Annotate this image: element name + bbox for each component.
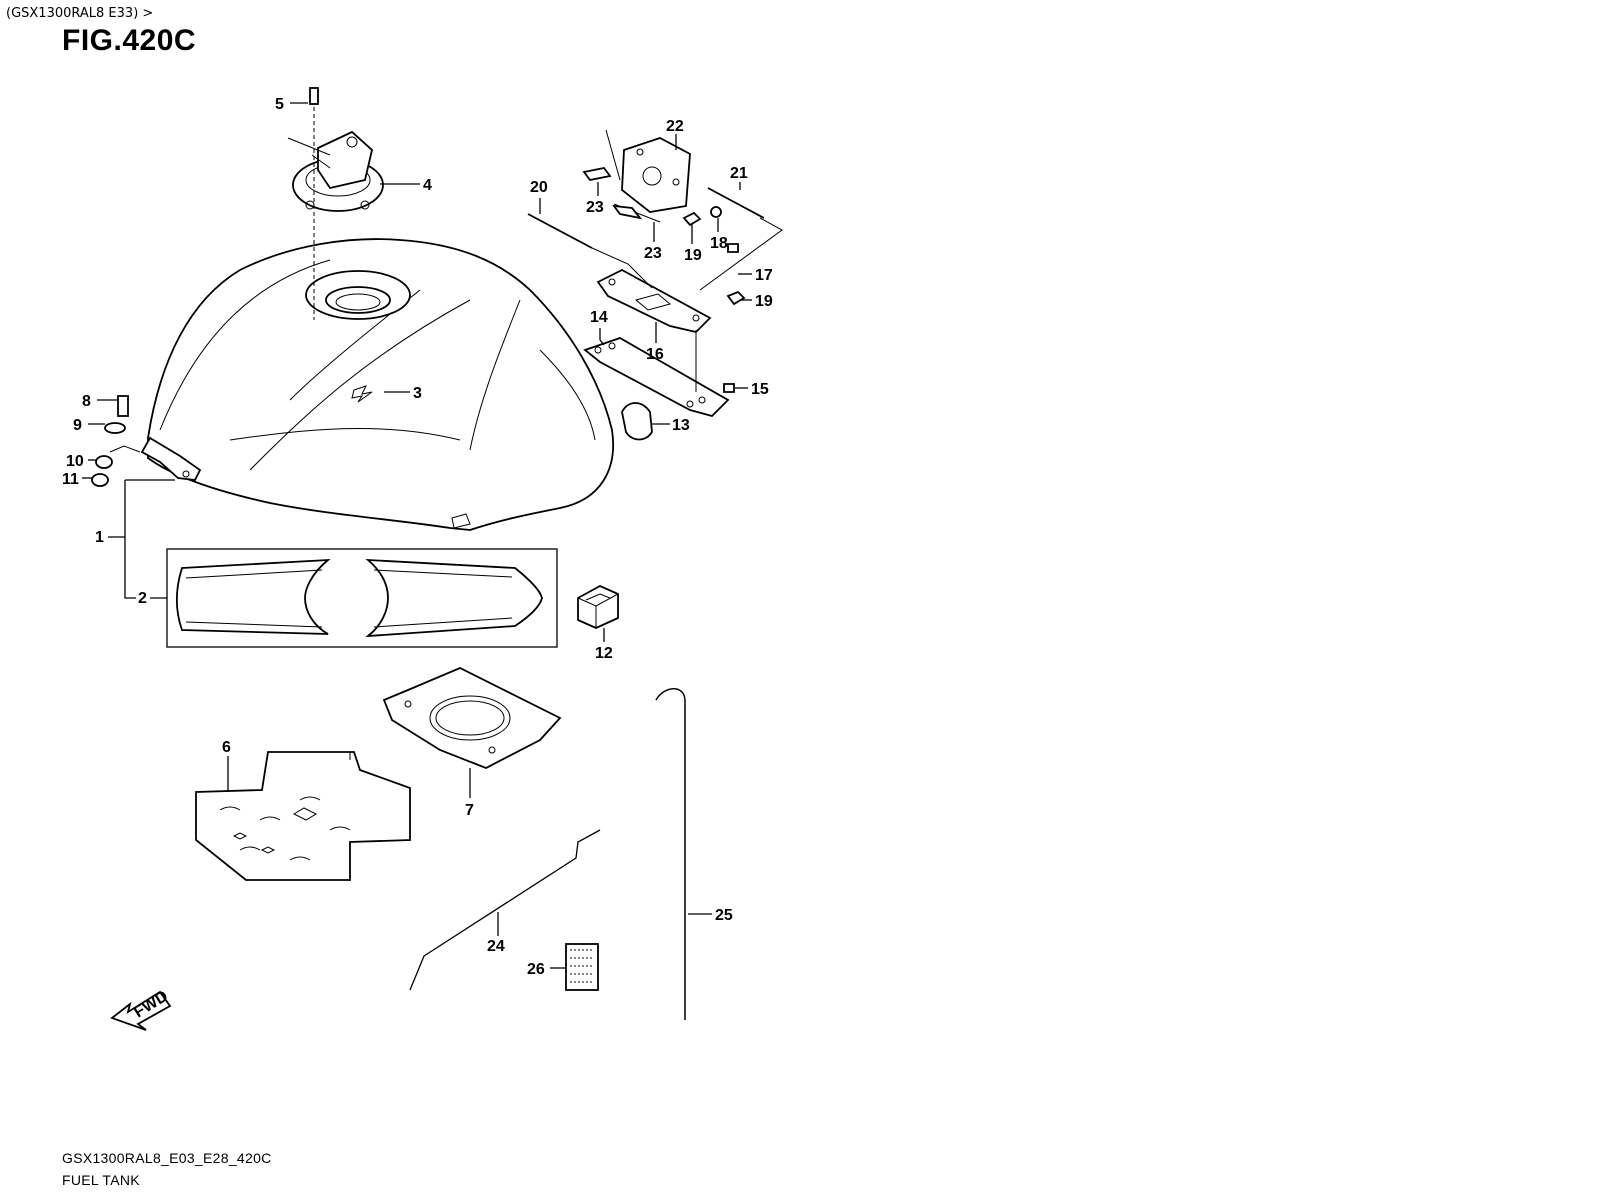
tank-pad-drawing [166,548,558,648]
breadcrumb[interactable]: (GSX1300RAL8 E33) > [6,6,154,21]
callout-2: 2 [138,590,147,607]
small-hardware-drawing [91,395,141,487]
rod-24-drawing [409,829,601,991]
callout-13: 13 [672,417,690,434]
callout-1: 1 [95,529,104,546]
callout-15: 15 [751,381,769,398]
diagram-subtitle: FUEL TANK [62,1172,140,1188]
callout-4: 4 [423,177,432,194]
callout-19-lower: 19 [755,293,773,310]
rubber-damper-drawing [621,402,653,441]
figure-title: FIG.420C [62,24,197,57]
callout-9: 9 [73,417,82,434]
callout-18: 18 [710,235,728,252]
fuel-tank-drawing [140,238,614,531]
diagram-code: GSX1300RAL8_E03_E28_420C [62,1150,272,1166]
callout-20: 20 [530,179,548,196]
callout-3: 3 [413,385,422,402]
callout-12: 12 [595,645,613,662]
callout-labels: 1 2 3 4 5 6 7 8 9 10 11 12 13 14 15 16 1… [62,96,773,978]
cushion-block-drawing [577,584,619,629]
callout-25: 25 [715,907,733,924]
callout-26: 26 [527,961,545,978]
callout-22: 22 [666,118,684,135]
tank-bracket-drawing [527,129,783,418]
callout-14: 14 [590,309,608,326]
callout-11: 11 [62,471,79,488]
callout-23-lower: 23 [644,245,662,262]
callout-16: 16 [646,346,664,363]
callout-23-upper: 23 [586,199,604,216]
callout-21: 21 [730,165,748,182]
tank-plate-7-drawing [382,667,562,769]
sponge-26-drawing [565,943,599,991]
callout-19-upper: 19 [684,247,702,264]
fuel-cap-assembly-drawing [287,87,384,320]
callout-8: 8 [82,393,91,410]
hose-25-drawing [655,688,686,1020]
heat-shield-6-drawing [195,751,411,881]
callout-24: 24 [487,938,505,955]
forward-direction-icon: FWD [110,988,172,1031]
leader-lines [82,102,752,969]
callout-7: 7 [465,802,474,819]
callout-17: 17 [755,267,773,284]
callout-6: 6 [222,739,231,756]
callout-5: 5 [275,96,284,113]
callout-10: 10 [66,453,84,470]
